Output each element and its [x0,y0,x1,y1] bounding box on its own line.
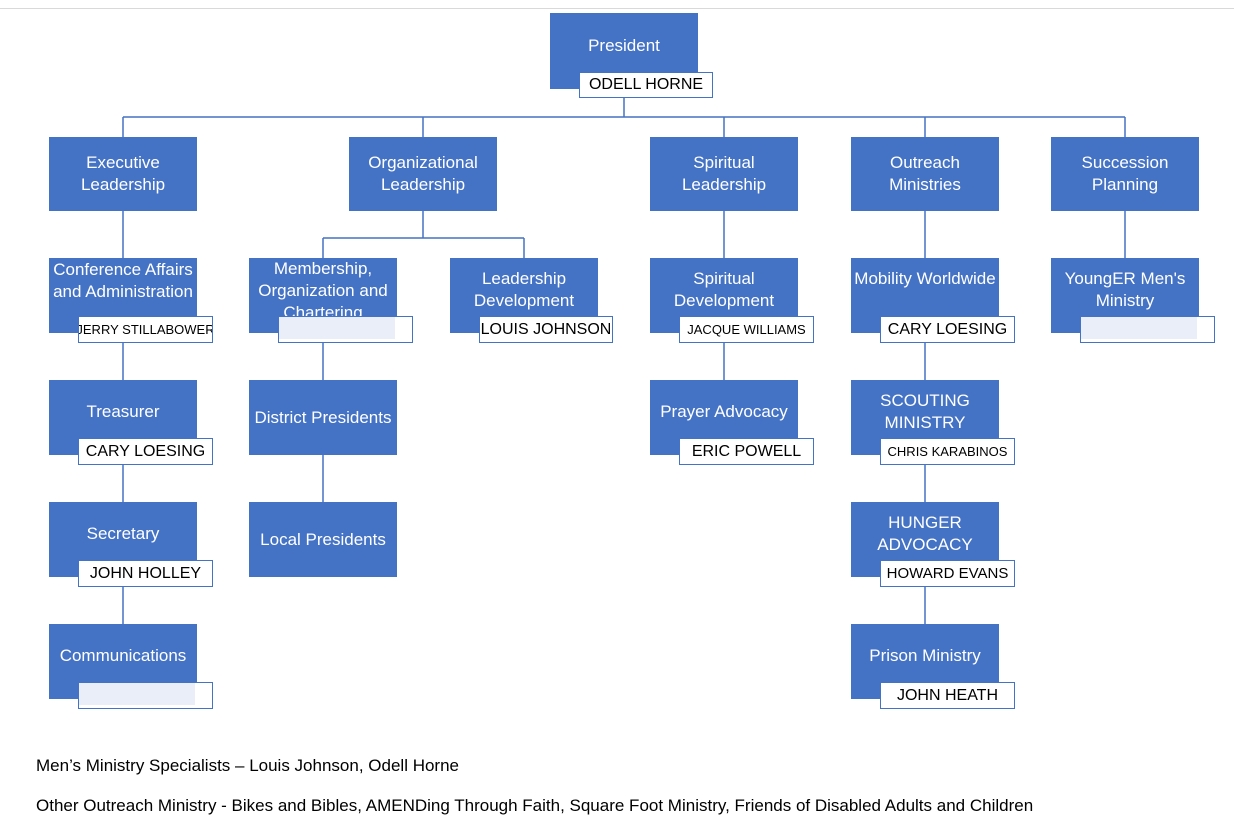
communications-title: Communications [59,645,187,665]
district-presidents-box: District Presidents [249,380,397,455]
prayer-advocacy-name: ERIC POWELL [679,438,814,465]
younger-mens-ministry-title: YoungER Men's Ministry [1064,269,1186,310]
membership-name [278,316,413,343]
communications-name [78,682,213,709]
hunger-advocacy-name: HOWARD EVANS [880,560,1015,587]
spiritual-development-title: Spiritual Development [673,269,775,310]
mobility-worldwide-name: CARY LOESING [880,316,1015,343]
spiritual-development-name: JACQUE WILLIAMS [679,316,814,343]
younger-mens-ministry-name [1080,316,1215,343]
outreach-ministries-title: Outreach Ministries [889,153,961,194]
conference-affairs-name: JERRY STILLABOWER [78,316,213,343]
scouting-ministry-title: SCOUTING MINISTRY [880,391,970,432]
president-title: President [588,36,660,55]
prison-ministry-name: JOHN HEATH [880,682,1015,709]
president-name: ODELL HORNE [579,72,713,98]
conference-affairs-title: Conference Affairs and Administration [53,260,193,301]
organizational-leadership-title: Organizational Leadership [368,153,478,194]
spiritual-leadership-box: Spiritual Leadership [650,137,798,211]
mobility-worldwide-title: Mobility Worldwide [854,269,996,288]
spiritual-leadership-title: Spiritual Leadership [681,153,767,194]
secretary-title: Secretary [86,523,160,543]
organizational-leadership-box: Organizational Leadership [349,137,497,211]
prayer-advocacy-title: Prayer Advocacy [660,401,788,421]
succession-planning-title: Succession Planning [1081,153,1169,194]
treasurer-title: Treasurer [86,401,160,421]
succession-planning-box: Succession Planning [1051,137,1199,211]
executive-leadership-title: Executive Leadership [80,153,166,194]
leadership-development-title: Leadership Development [473,269,575,310]
secretary-name: JOHN HOLLEY [78,560,213,587]
hunger-advocacy-title: HUNGER ADVOCACY [877,513,973,554]
local-presidents-title: Local Presidents [260,529,386,549]
prison-ministry-title: Prison Ministry [869,645,981,665]
scouting-ministry-name: CHRIS KARABINOS [880,438,1015,465]
membership-title: Membership, Organization and Chartering [258,259,388,322]
local-presidents-box: Local Presidents [249,502,397,577]
other-outreach-note: Other Outreach Ministry - Bikes and Bibl… [36,796,1034,815]
district-presidents-title: District Presidents [254,407,392,427]
specialists-note: Men’s Ministry Specialists – Louis Johns… [36,756,459,775]
executive-leadership-box: Executive Leadership [49,137,197,211]
page-top-rule [0,8,1234,9]
outreach-ministries-box: Outreach Ministries [851,137,999,211]
treasurer-name: CARY LOESING [78,438,213,465]
leadership-development-name: LOUIS JOHNSON [479,316,613,343]
